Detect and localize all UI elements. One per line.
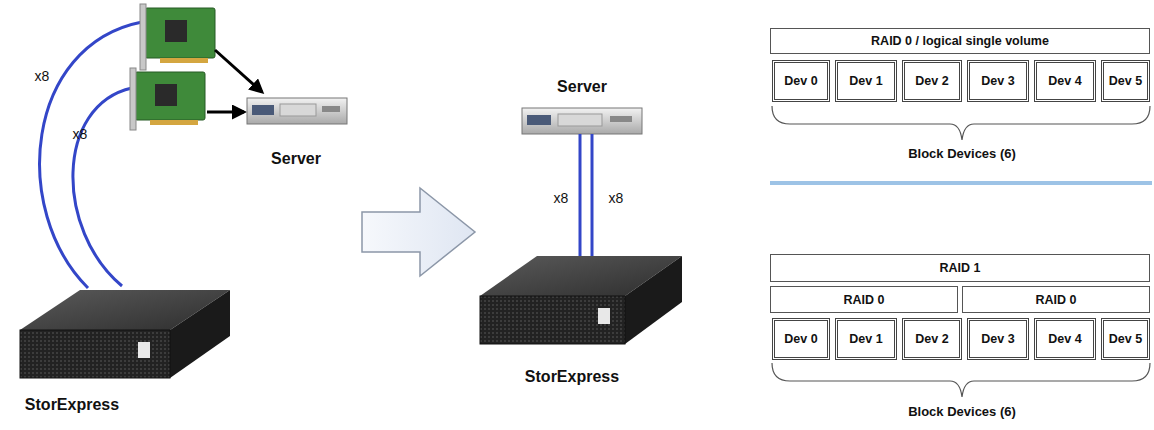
box-label: Dev 5 xyxy=(1109,332,1142,346)
server-bays xyxy=(558,114,602,126)
card-board xyxy=(135,72,205,120)
server-bays xyxy=(280,104,316,116)
cable xyxy=(73,88,132,286)
raid-box: RAID 0 xyxy=(962,286,1150,313)
enclosure-badge xyxy=(598,308,610,324)
block-device-box: Dev 4 xyxy=(1034,318,1096,360)
box-label: RAID 0 / logical single volume xyxy=(871,34,1049,48)
enclosure-front xyxy=(20,330,170,378)
server-unit xyxy=(522,108,642,134)
separator-line xyxy=(770,181,1152,185)
box-label: Dev 4 xyxy=(1048,74,1081,88)
label: Block Devices (6) xyxy=(908,146,1016,161)
server-port xyxy=(610,116,632,122)
box-label: Dev 0 xyxy=(784,74,817,88)
box-label: Dev 5 xyxy=(1109,74,1142,88)
cable xyxy=(40,22,142,288)
box-label: Dev 1 xyxy=(849,74,882,88)
card-board xyxy=(145,8,215,58)
pointer-arrow xyxy=(207,111,244,114)
raid-box: RAID 1 xyxy=(770,254,1150,282)
label: Server xyxy=(557,78,607,96)
label: x8 xyxy=(609,190,624,206)
storage-enclosure xyxy=(20,290,230,378)
block-device-box: Dev 3 xyxy=(967,60,1029,102)
storage-enclosure xyxy=(480,256,682,344)
server-port xyxy=(322,106,340,112)
brace xyxy=(772,106,1150,140)
card-contacts xyxy=(150,120,198,125)
label: Server xyxy=(271,150,321,168)
block-device-box: Dev 1 xyxy=(835,60,897,102)
label: x8 xyxy=(73,126,88,142)
server-front xyxy=(522,108,642,134)
card-chip xyxy=(155,84,177,106)
block-device-box: Dev 4 xyxy=(1034,60,1096,102)
box-label: Dev 3 xyxy=(981,74,1014,88)
block-device-box: Dev 0 xyxy=(772,318,830,360)
card-contacts xyxy=(160,58,208,63)
block-device-box: Dev 5 xyxy=(1101,318,1150,360)
enclosure-side xyxy=(625,256,682,344)
box-label: RAID 0 xyxy=(1036,293,1077,307)
pcie-card xyxy=(130,68,205,130)
box-label: Dev 1 xyxy=(849,332,882,346)
raid-box: RAID 0 / logical single volume xyxy=(770,28,1150,54)
label: Block Devices (6) xyxy=(908,404,1016,419)
cable xyxy=(591,134,594,262)
card-bracket xyxy=(130,68,136,130)
box-label: Dev 2 xyxy=(915,332,948,346)
box-label: Dev 2 xyxy=(915,74,948,88)
enclosure-badge xyxy=(138,342,150,358)
server-front xyxy=(247,98,347,124)
pcie-card xyxy=(140,4,215,70)
server-display xyxy=(252,105,274,115)
server-display xyxy=(527,115,551,125)
enclosure-side xyxy=(170,290,230,378)
block-device-box: Dev 0 xyxy=(772,60,830,102)
pointer-arrow xyxy=(215,50,262,92)
label: StorExpress xyxy=(525,368,619,386)
block-device-box: Dev 3 xyxy=(967,318,1029,360)
enclosure-front xyxy=(480,296,625,344)
box-label: Dev 4 xyxy=(1048,332,1081,346)
cable xyxy=(579,134,582,262)
box-label: Dev 0 xyxy=(784,332,817,346)
label: StorExpress xyxy=(25,396,119,414)
raid-box: RAID 0 xyxy=(770,286,958,313)
card-chip xyxy=(165,20,187,42)
block-device-box: Dev 5 xyxy=(1101,60,1150,102)
box-label: RAID 0 xyxy=(844,293,885,307)
block-device-box: Dev 2 xyxy=(902,318,962,360)
label: x8 xyxy=(554,190,569,206)
block-device-box: Dev 2 xyxy=(902,60,962,102)
card-bracket xyxy=(140,4,146,70)
block-device-box: Dev 1 xyxy=(835,318,897,360)
brace xyxy=(772,363,1150,397)
server-unit xyxy=(247,98,347,124)
box-label: RAID 1 xyxy=(940,261,981,275)
box-label: Dev 3 xyxy=(981,332,1014,346)
label: x8 xyxy=(35,68,50,84)
transition-arrow xyxy=(362,188,475,276)
